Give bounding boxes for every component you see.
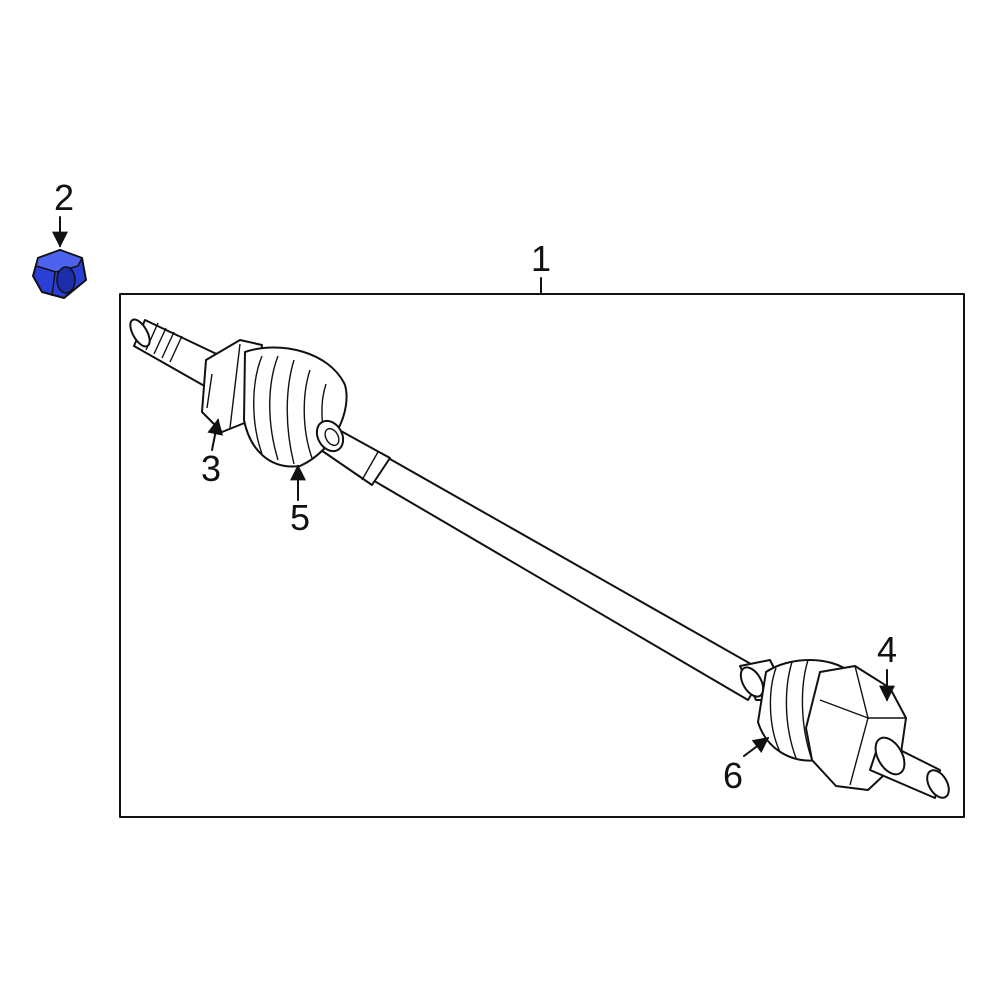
axle-shaft	[317, 424, 791, 701]
nut-part-2[interactable]	[31, 248, 88, 300]
callout-5: 5	[290, 497, 310, 538]
leader-line-3	[207, 418, 224, 451]
callout-4: 4	[877, 629, 897, 670]
outer-cv-joint	[757, 659, 950, 799]
callout-2: 2	[54, 177, 74, 218]
leader-line-6	[743, 737, 770, 757]
callout-6: 6	[723, 755, 743, 796]
callout-1: 1	[531, 238, 551, 279]
inner-cv-joint	[201, 339, 348, 468]
callout-3: 3	[201, 448, 221, 489]
